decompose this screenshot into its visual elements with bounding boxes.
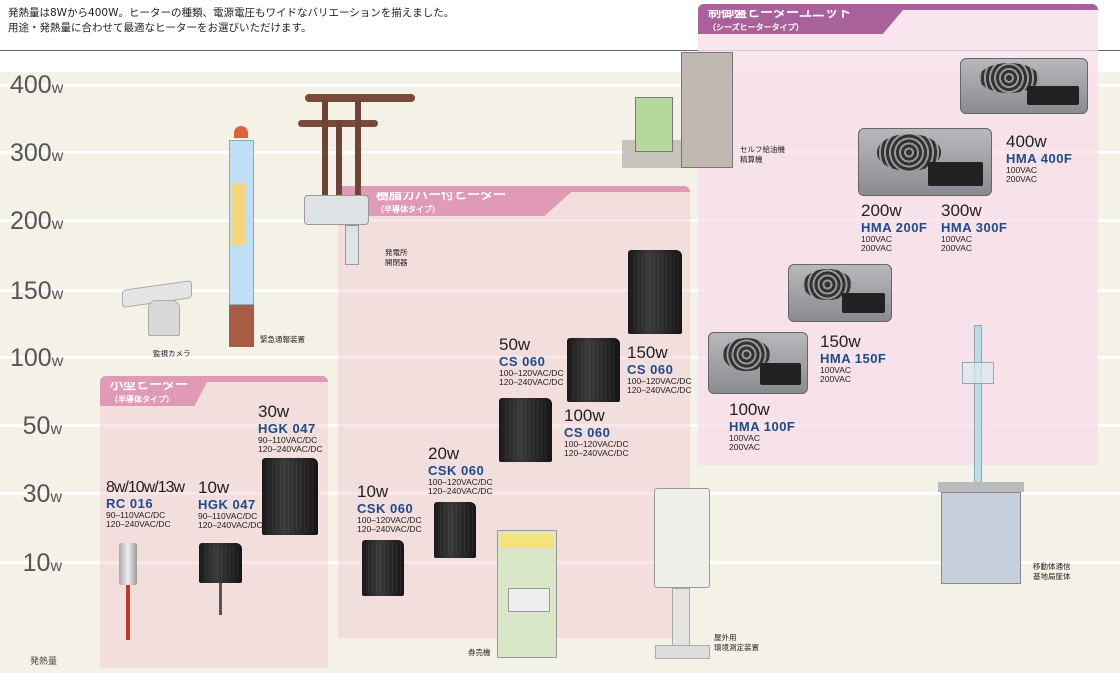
axis-label: 100w <box>10 344 64 372</box>
hma200f-300f-image <box>858 128 992 196</box>
axis-label: 400w <box>10 71 64 99</box>
hma150f-image <box>788 264 892 322</box>
application-label: 屋外用環境測定装置 <box>714 633 759 652</box>
axis-label: 300w <box>10 139 64 167</box>
application-label: 緊急通報装置 <box>260 335 305 344</box>
axis-label: 150w <box>10 277 64 305</box>
intro-text: 発熱量は8Wから400W。ヒーターの種類、電源電圧もワイドなバリエーションを揃え… <box>8 7 455 34</box>
gridline <box>0 492 1120 495</box>
axis-label: 200w <box>10 207 64 235</box>
cs060-150w-image <box>628 250 682 334</box>
hgk047-30w-image <box>262 458 318 535</box>
application-label: 発電所開閉器 <box>385 248 408 267</box>
gridline <box>0 151 1120 154</box>
hgk047-10w-cable <box>219 583 222 615</box>
application-label: 監視カメラ <box>153 349 191 358</box>
axis-caption: 発熱量 <box>30 657 58 667</box>
gridline <box>0 356 1120 359</box>
gridline <box>0 561 1120 564</box>
hma100f-image <box>708 332 808 394</box>
divider <box>0 50 1120 51</box>
rc016-cable <box>126 585 130 640</box>
gridline <box>0 219 1120 222</box>
gridline <box>0 84 1120 87</box>
rc016-image <box>119 543 137 585</box>
axis-label: 50w <box>22 412 62 440</box>
cs060-100w-image <box>567 338 620 402</box>
application-label: 券売機 <box>468 648 491 657</box>
gridline <box>0 424 1120 427</box>
axis-label: 30w <box>22 480 62 508</box>
hma400f-image <box>960 58 1088 114</box>
axis-label: 10w <box>22 549 62 577</box>
application-label: 移動体通信基地局筐体 <box>1033 562 1071 581</box>
cs060-50w-image <box>499 398 552 462</box>
hgk047-10w-image <box>199 543 242 583</box>
application-label: セルフ給油機精算機 <box>740 145 785 164</box>
csk060-10w-image <box>362 540 404 596</box>
gridline <box>0 289 1120 292</box>
csk060-20w-image <box>434 502 476 558</box>
